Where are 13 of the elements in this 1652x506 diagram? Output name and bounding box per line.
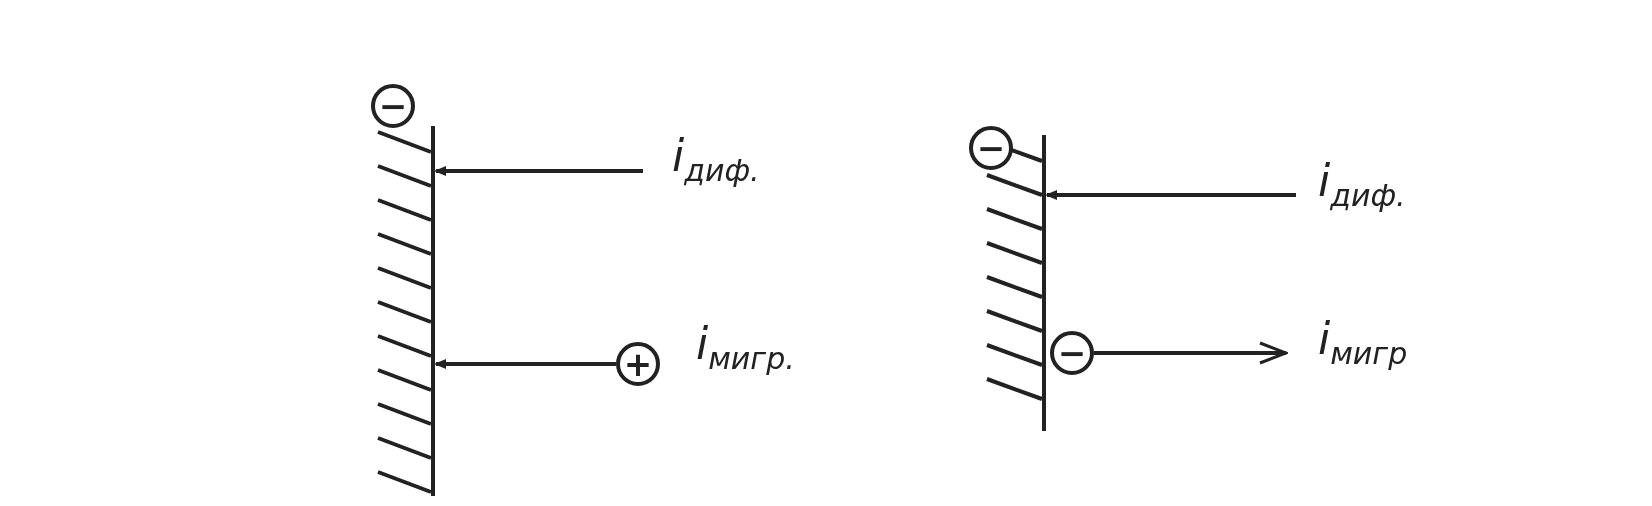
ion-circle: − — [371, 84, 415, 128]
edge-label: i$_{диф.}$ — [1318, 155, 1406, 213]
edge-label: i$_{мигр.}$ — [696, 318, 795, 376]
arrow — [1045, 190, 1296, 200]
arrow — [1094, 341, 1288, 365]
edge-label: i$_{мигр}$ — [1318, 313, 1408, 371]
ion-circle: − — [1050, 331, 1094, 375]
edge-label: i$_{диф.}$ — [672, 130, 760, 188]
arrow — [434, 166, 643, 176]
ion-circle: + — [616, 342, 660, 386]
hatched-electrode — [376, 126, 436, 496]
arrow — [434, 359, 616, 369]
ion-circle: − — [969, 126, 1013, 170]
